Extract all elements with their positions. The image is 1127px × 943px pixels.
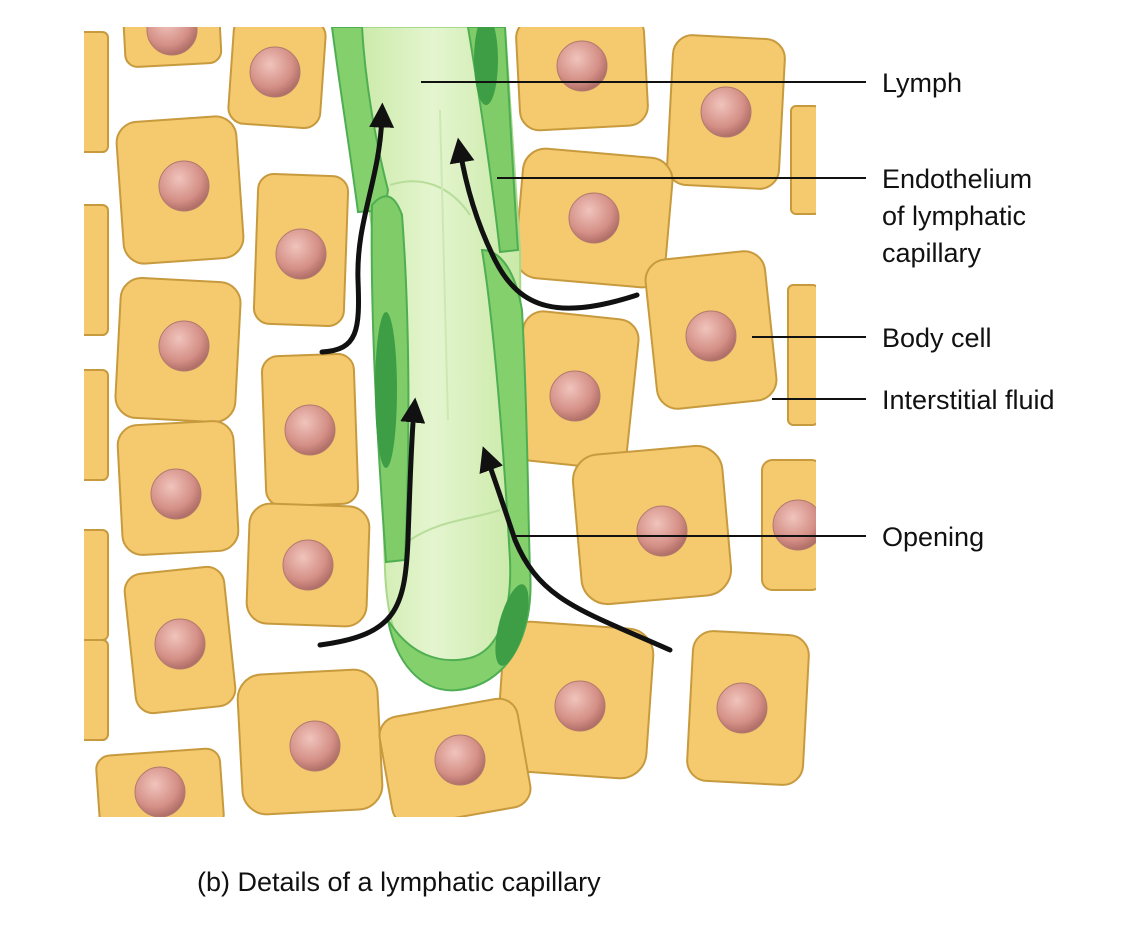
body-cell-membrane [84,31,109,153]
labels: Lymph Endothelium of lymphatic capillary… [882,68,1055,552]
tissue-region [84,27,816,817]
body-cell-nucleus [568,192,620,244]
figure-caption: (b) Details of a lymphatic capillary [197,867,601,897]
endothelial-nucleus [375,312,397,468]
body-cell-nucleus [134,766,186,817]
body-cell [245,502,371,628]
body-cell-nucleus [549,370,601,422]
body-cell-membrane [84,369,109,481]
flow-arrow [449,137,640,311]
body-cell [115,115,245,265]
body-cell-nucleus [158,160,210,212]
body-cell-nucleus [772,499,816,551]
body-cell [236,668,384,816]
body-cell-nucleus [158,320,210,372]
body-cell [116,420,240,556]
body-cell-nucleus [716,682,768,734]
body-cell [84,204,109,336]
flow-arrow [479,446,673,653]
lumen-cell-border [439,109,449,421]
body-cell [84,529,109,641]
body-cell-nucleus [289,720,341,772]
body-cell [761,459,816,591]
body-cell [515,27,649,132]
body-cell [123,565,237,715]
body-cell [252,173,350,327]
body-cell-nucleus [636,505,688,557]
body-cell [571,444,733,606]
body-cell [790,105,816,215]
label-endothelium-line3: capillary [882,238,982,268]
label-endothelium-line2: of lymphatic [882,201,1026,231]
body-cell [84,31,109,153]
body-cell-nucleus [284,404,336,456]
body-cell-nucleus [154,618,206,670]
lymphatic-capillary [330,27,532,692]
body-cell-nucleus [282,539,334,591]
body-cell [666,34,786,190]
body-cell-nucleus [434,734,486,786]
body-cell [644,250,778,410]
body-cell-membrane [84,529,109,641]
body-cell-nucleus [700,86,752,138]
label-lymph: Lymph [882,68,962,98]
body-cell [84,369,109,481]
body-cell [378,697,532,817]
body-cell [495,620,655,780]
label-body-cell: Body cell [882,323,992,353]
flow-arrows [317,102,673,653]
body-cell [114,277,242,423]
flow-arrow [319,102,395,355]
body-cell [95,747,225,817]
lumen-cell-border [409,509,501,541]
body-cells [84,27,816,817]
body-cell [510,310,640,470]
label-opening: Opening [882,522,984,552]
label-endothelium-line1: Endothelium [882,164,1032,194]
body-cell [227,27,327,129]
body-cell-nucleus [275,228,327,280]
body-cell-membrane [787,284,816,426]
body-cell-nucleus [146,27,198,56]
endothelial-nucleus [495,584,529,666]
body-cell-nucleus [685,310,737,362]
body-cell-nucleus [249,46,301,98]
body-cell-membrane [790,105,816,215]
body-cell-nucleus [150,468,202,520]
leader-lines [421,81,866,537]
flow-arrow [317,397,426,648]
body-cell [121,27,223,68]
body-cell-membrane [84,639,109,741]
lumen-cell-border [389,180,471,216]
body-cell-nucleus [556,40,608,92]
body-cell [260,352,360,508]
body-cell [787,284,816,426]
body-cell-nucleus [554,680,606,732]
endothelial-nucleus [474,27,498,105]
body-cell [514,147,674,289]
label-interstitial-fluid: Interstitial fluid [882,385,1055,415]
body-cell-membrane [84,204,109,336]
body-cell [686,630,810,786]
body-cell [84,639,109,741]
